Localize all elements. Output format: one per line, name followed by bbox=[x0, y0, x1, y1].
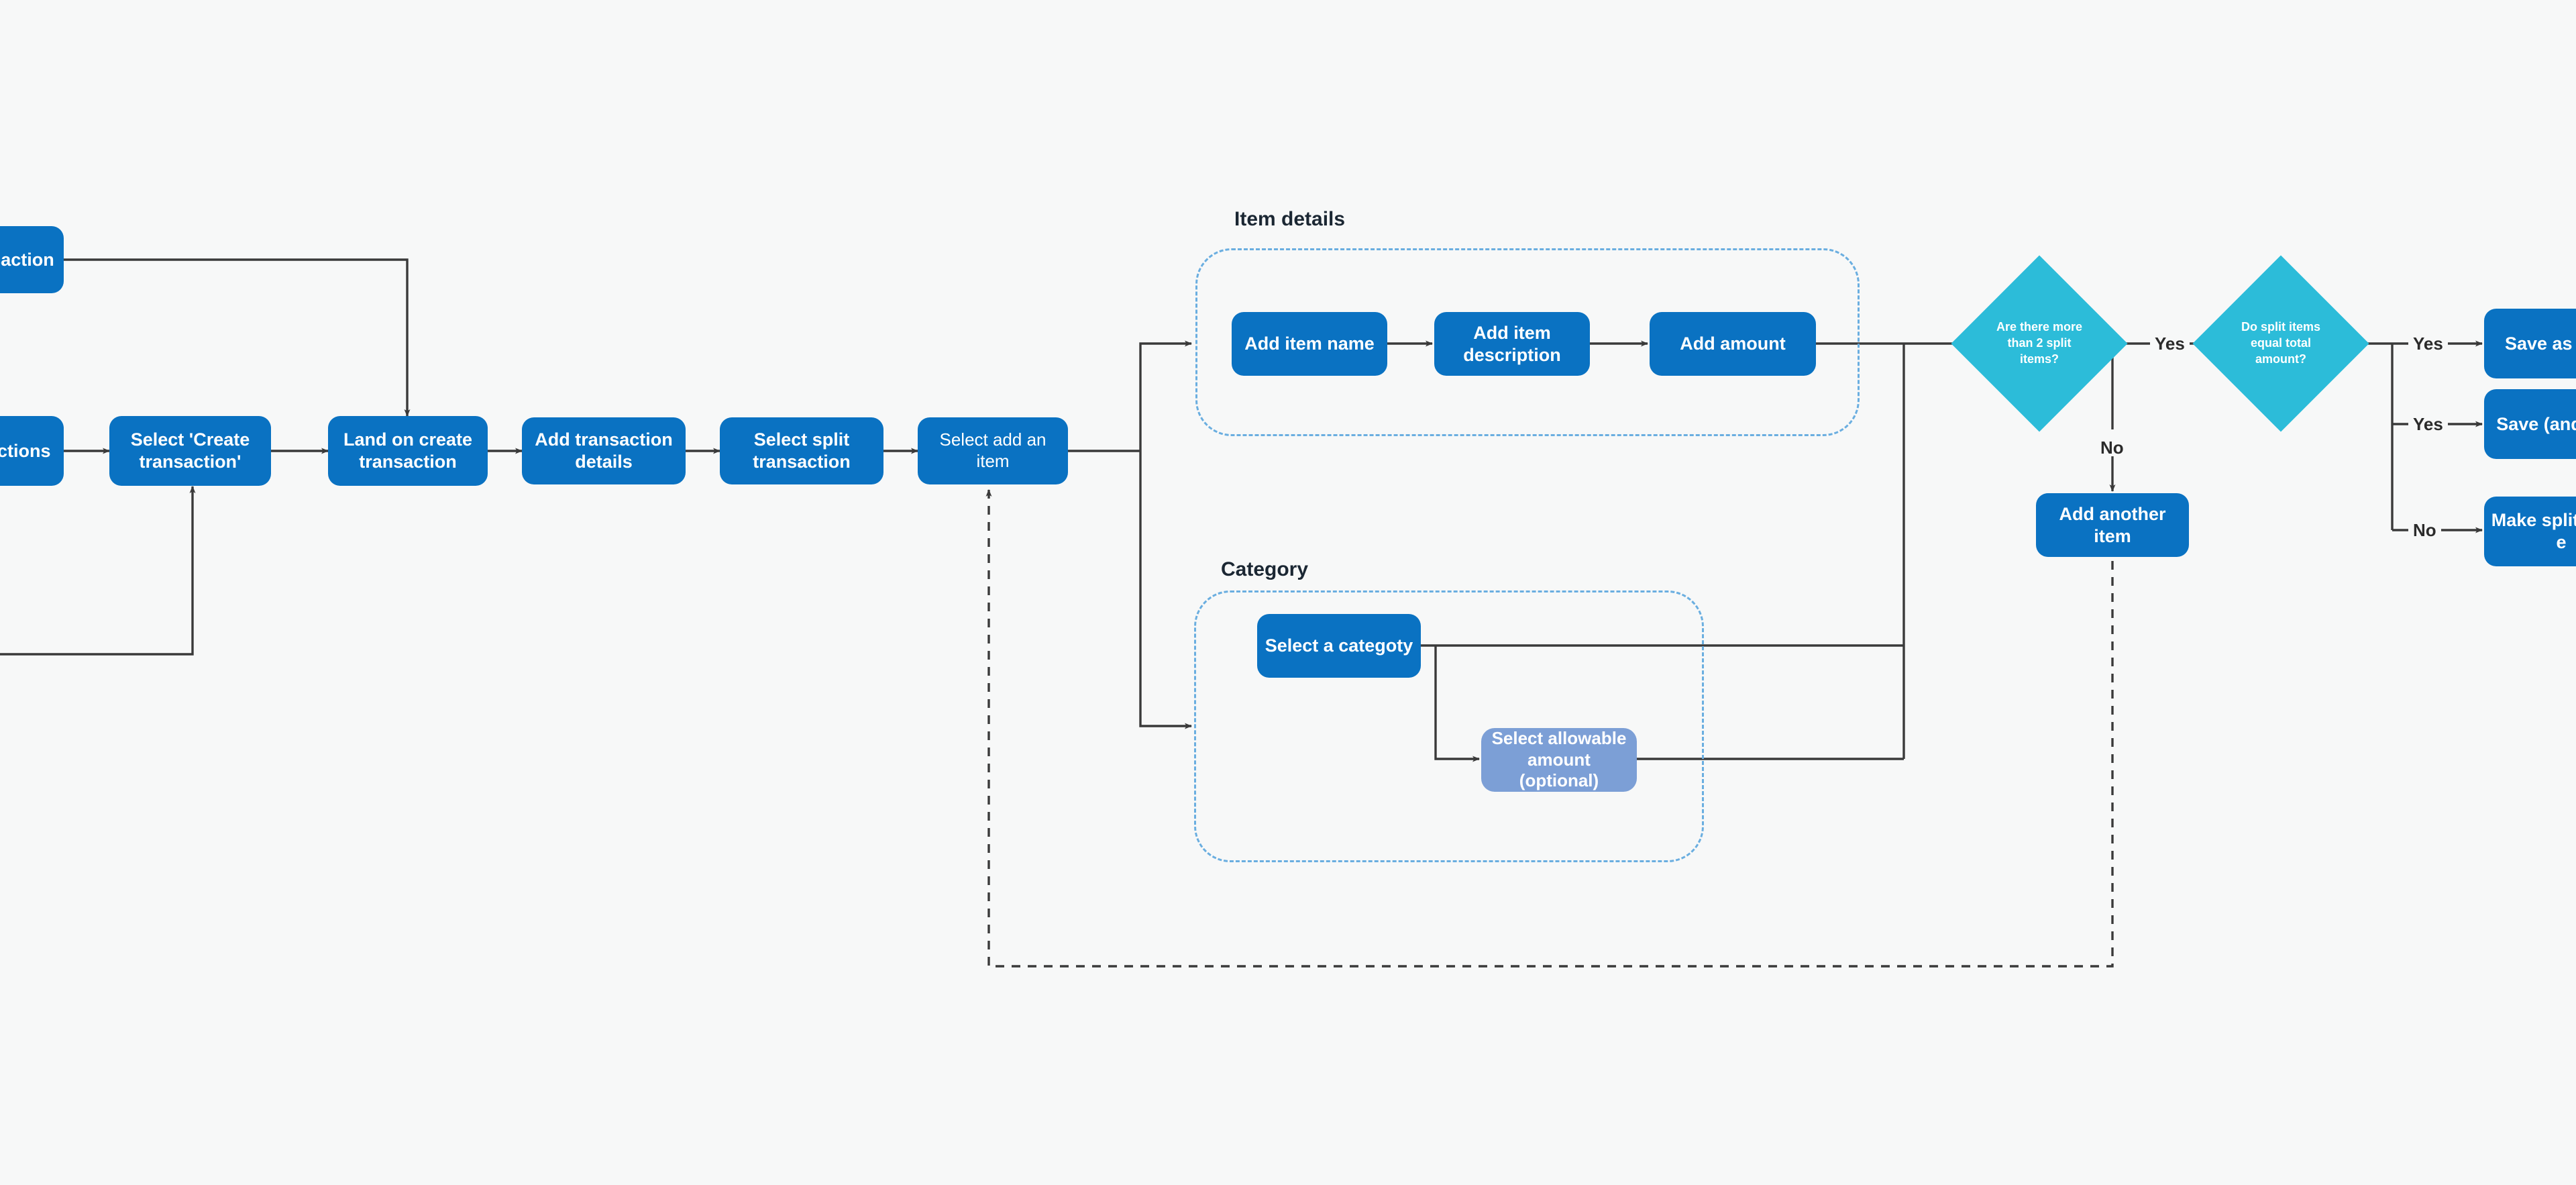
group-title-item-details: Item details bbox=[1234, 208, 1346, 230]
edge-label-yes-save-as-draft: Yes bbox=[2408, 335, 2448, 352]
node-select-split-transaction[interactable]: Select split transaction bbox=[720, 417, 883, 484]
node-add-amount[interactable]: Add amount bbox=[1650, 312, 1816, 376]
node-add-transaction-details[interactable]: Add transaction details bbox=[522, 417, 686, 484]
group-box-item-details bbox=[1195, 248, 1860, 436]
node-add-item-name[interactable]: Add item name bbox=[1232, 312, 1387, 376]
edge-label-yes-save-and-post: Yes bbox=[2408, 415, 2448, 433]
node-add-item-description[interactable]: Add item description bbox=[1434, 312, 1590, 376]
edge-label-no-make-split-items-equal: No bbox=[2408, 521, 2441, 539]
node-select-allowable-amount[interactable]: Select allowable amount (optional) bbox=[1481, 728, 1637, 792]
node-select-add-an-item[interactable]: Select add an item bbox=[918, 417, 1068, 484]
node-select-a-category[interactable]: Select a categoty bbox=[1257, 614, 1421, 678]
node-select-create-transaction[interactable]: Select 'Create transaction' bbox=[109, 416, 271, 486]
node-decision-more-than-2-split-items[interactable]: Are there more than 2 split items? bbox=[1951, 255, 2128, 432]
group-title-category: Category bbox=[1221, 558, 1309, 580]
node-land-on-create-transaction[interactable]: Land on create transaction bbox=[328, 416, 488, 486]
node-transactions-clipped[interactable]: nsactions bbox=[0, 416, 64, 486]
edge-label-no-decision1: No bbox=[2096, 439, 2129, 456]
edge-label-yes-decision1: Yes bbox=[2150, 335, 2190, 352]
node-transaction-top-clipped[interactable]: ransaction bbox=[0, 226, 64, 293]
node-add-another-item[interactable]: Add another item bbox=[2036, 493, 2189, 557]
node-decision-split-items-equal-total[interactable]: Do split items equal total amount? bbox=[2192, 255, 2369, 432]
node-save-and-post[interactable]: Save (and Post bbox=[2484, 389, 2576, 459]
group-box-category bbox=[1194, 590, 1704, 862]
decision-label: Are there more than 2 split items? bbox=[1996, 320, 2083, 366]
node-save-as-draft[interactable]: Save as draft bbox=[2484, 309, 2576, 378]
decision-label: Do split items equal total amount? bbox=[2241, 320, 2320, 366]
node-make-split-items-equal[interactable]: Make split items e bbox=[2484, 497, 2576, 566]
